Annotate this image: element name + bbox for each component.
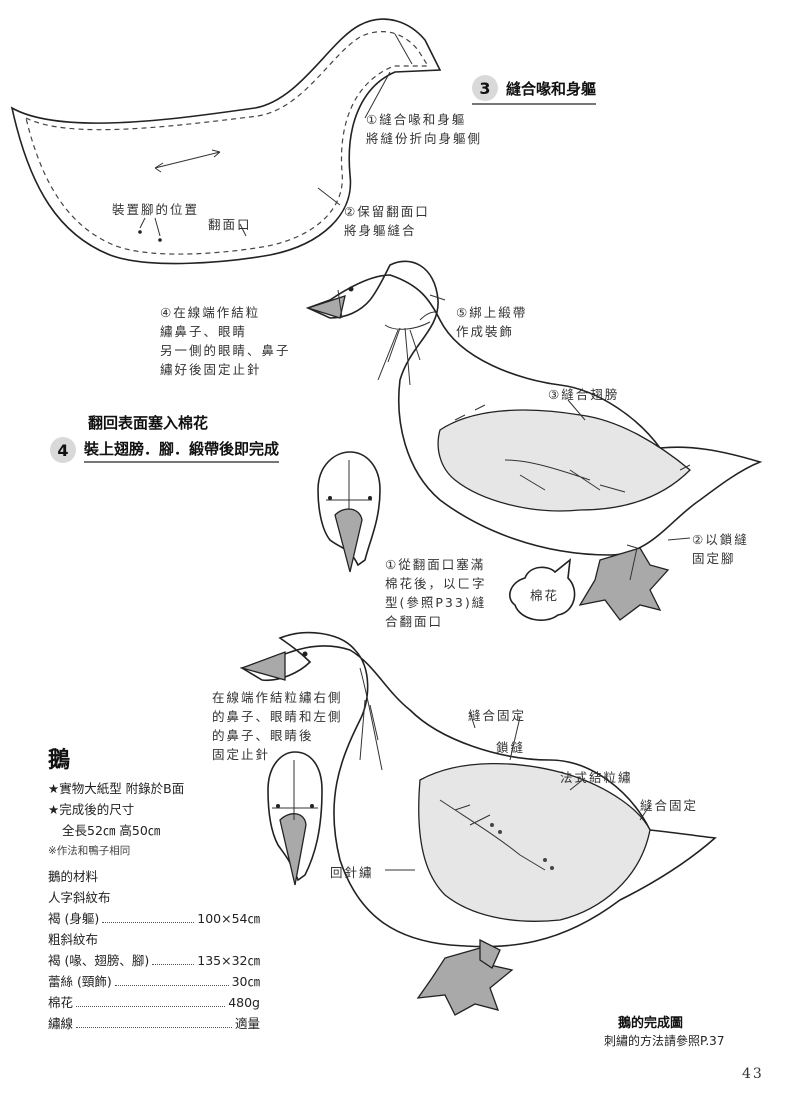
note-line: 在線端作結粒繡右側 — [212, 690, 343, 705]
note-line: ①從翻面口塞滿 — [385, 557, 486, 572]
note-line: 合翻面口 — [385, 614, 444, 629]
info-note: ※作法和鴨子相同 — [48, 845, 131, 857]
materials-group-1: 人字斜紋布 — [48, 887, 260, 908]
info-size-heading: ★完成後的尺寸 — [48, 802, 135, 817]
note-leg-position: 裝置腳的位置 — [112, 202, 200, 217]
material-label: 蕾絲 (頸飾) — [48, 974, 112, 989]
note-line: ②以鎖縫 — [692, 532, 749, 547]
material-value: 135×32㎝ — [197, 953, 260, 968]
leader-dots — [152, 950, 195, 965]
materials-heading: 鵝的材料 — [48, 866, 260, 887]
note-sew-wing: ③縫合翅膀 — [548, 387, 620, 402]
materials-group-text: 人字斜紋布 — [48, 890, 111, 905]
info-block: ★實物大紙型 附錄於B面 ★完成後的尺寸 全長52㎝ 高50㎝ ※作法和鴨子相同 — [48, 778, 184, 862]
material-value: 適量 — [234, 1016, 260, 1031]
page-number: 43 — [742, 1066, 764, 1082]
materials-group-2: 粗斜紋布 — [48, 929, 260, 950]
material-value: 480g — [228, 995, 260, 1010]
finished-goose — [239, 631, 717, 1016]
leader-dots — [76, 1013, 232, 1028]
label-sew-fix-1: 縫合固定 — [468, 708, 527, 723]
material-value: 100×54㎝ — [197, 911, 260, 926]
note-ribbon: ⑤綁上緞帶作成裝飾 — [456, 303, 527, 341]
leader-dots — [114, 971, 229, 986]
note-sew-beak: ①縫合喙和身軀將縫份折向身軀側 — [366, 110, 482, 148]
label-sew-fix-2: 縫合固定 — [640, 798, 699, 813]
caption-sub: 刺繡的方法請參照P.37 — [604, 1034, 725, 1048]
label-cotton: 棉花 — [530, 588, 560, 603]
flat-goose-pattern — [10, 18, 442, 265]
middle-goose-diagram — [305, 260, 763, 621]
materials-list: 鵝的材料 人字斜紋布 褐 (身軀) 100×54㎝ 粗斜紋布 褐 (喙、翅膀、腳)… — [48, 866, 260, 1034]
note-fix-foot: ②以鎖縫固定腳 — [692, 530, 749, 568]
label-chain-stitch: 鎖縫 — [496, 740, 526, 755]
material-label: 繡線 — [48, 1016, 74, 1031]
step4-title: 裝上翅膀．腳．緞帶後即完成 — [84, 438, 280, 463]
note-line: ⑤綁上緞帶 — [456, 305, 528, 320]
note-line: 固定止針 — [212, 747, 271, 762]
note-line: 棉花後，以ㄈ字 — [385, 576, 487, 591]
material-label: 褐 (身軀) — [48, 911, 100, 926]
note-line: 另一側的眼睛、鼻子 — [160, 343, 291, 358]
note-stuff-cotton: ①從翻面口塞滿棉花後，以ㄈ字型(參照P33)縫合翻面口 — [385, 555, 487, 631]
note-line: 的鼻子、眼睛後 — [212, 728, 314, 743]
note-knot-stitch: ④在線端作結粒繡鼻子、眼睛另一側的眼睛、鼻子繡好後固定止針 — [160, 303, 291, 379]
caption-title: 鵝的完成圖 — [618, 1016, 684, 1031]
materials-row: 褐 (喙、翅膀、腳) 135×32㎝ — [48, 950, 260, 971]
materials-group-text: 粗斜紋布 — [48, 932, 99, 947]
note-final-knot: 在線端作結粒繡右側的鼻子、眼睛和左側的鼻子、眼睛後固定止針 — [212, 688, 343, 764]
label-french-knot: 法式結粒繡 — [560, 770, 633, 785]
step4-line1: 翻回表面塞入棉花 — [88, 414, 209, 432]
note-line: 型(參照P33)縫 — [385, 595, 487, 610]
info-title: 鵝 — [48, 748, 71, 773]
materials-row: 棉花 480g — [48, 992, 260, 1013]
head-front-view-1 — [317, 451, 381, 573]
head-front-view-2 — [267, 751, 323, 886]
note-leave-opening: ②保留翻面口將身軀縫合 — [344, 202, 430, 240]
materials-row: 褐 (身軀) 100×54㎝ — [48, 908, 260, 929]
note-line: ②保留翻面口 — [344, 204, 430, 219]
materials-row: 繡線 適量 — [48, 1013, 260, 1034]
step4-badge: 4 — [50, 437, 76, 463]
info-pattern: ★實物大紙型 附錄於B面 — [48, 781, 185, 796]
note-line: 將身軀縫合 — [344, 223, 417, 238]
material-value: 30㎝ — [231, 974, 260, 989]
materials-row: 蕾絲 (頸飾) 30㎝ — [48, 971, 260, 992]
step3-badge: 3 — [472, 75, 498, 101]
note-line: 繡好後固定止針 — [160, 362, 262, 377]
note-line: 作成裝飾 — [456, 324, 515, 339]
note-line: ④在線端作結粒 — [160, 305, 261, 320]
leader-dots — [102, 908, 195, 923]
note-line: 固定腳 — [692, 551, 736, 566]
material-label: 褐 (喙、翅膀、腳) — [48, 953, 150, 968]
leader-dots — [76, 992, 226, 1007]
step3-header: 3 縫合喙和身軀 — [472, 75, 597, 105]
note-line: 繡鼻子、眼睛 — [160, 324, 248, 339]
note-line: 的鼻子、眼睛和左側 — [212, 709, 343, 724]
info-size: 全長52㎝ 高50㎝ — [62, 823, 161, 838]
note-line: 將縫份折向身軀側 — [366, 131, 483, 146]
note-line: ①縫合喙和身軀 — [366, 112, 467, 127]
note-turn-opening: 翻面口 — [208, 217, 252, 232]
step3-title: 縫合喙和身軀 — [506, 79, 597, 98]
label-back-stitch: 回針繡 — [330, 865, 374, 880]
step4-header: 4 裝上翅膀．腳．緞帶後即完成 — [50, 437, 280, 463]
material-label: 棉花 — [48, 995, 74, 1010]
materials-heading-text: 鵝的材料 — [48, 869, 99, 884]
